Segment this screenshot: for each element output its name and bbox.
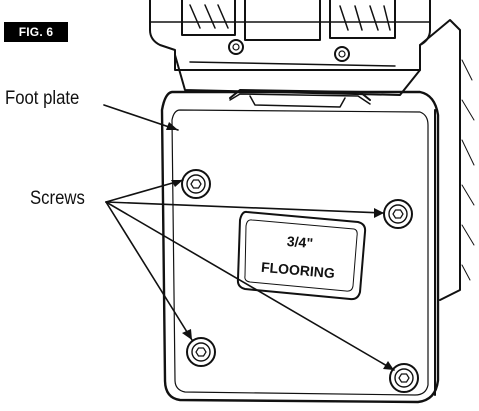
- side-housing: [419, 19, 475, 396]
- leader-lines: [103, 104, 395, 371]
- top-screw-left: [228, 39, 244, 55]
- foot-plate: [160, 90, 440, 404]
- leader-screw-bottom-left: [105, 201, 193, 341]
- arrowheads: [166, 122, 394, 370]
- flooring-label-plate: [236, 210, 367, 301]
- leader-screw-bottom-right: [105, 201, 395, 371]
- leader-screw-top-left: [105, 179, 184, 203]
- screw-top-left: [181, 169, 211, 199]
- leader-screw-top-right: [105, 201, 385, 214]
- foot-plate-label: Foot plate: [5, 88, 80, 109]
- screw-bottom-left: [186, 337, 216, 367]
- leader-foot-plate: [103, 104, 179, 131]
- screw-top-right: [383, 199, 413, 229]
- top-screw-right: [334, 46, 350, 62]
- screws-label: Screws: [30, 188, 85, 209]
- screw-bottom-right: [389, 363, 419, 393]
- figure-badge: FIG. 6: [4, 22, 68, 42]
